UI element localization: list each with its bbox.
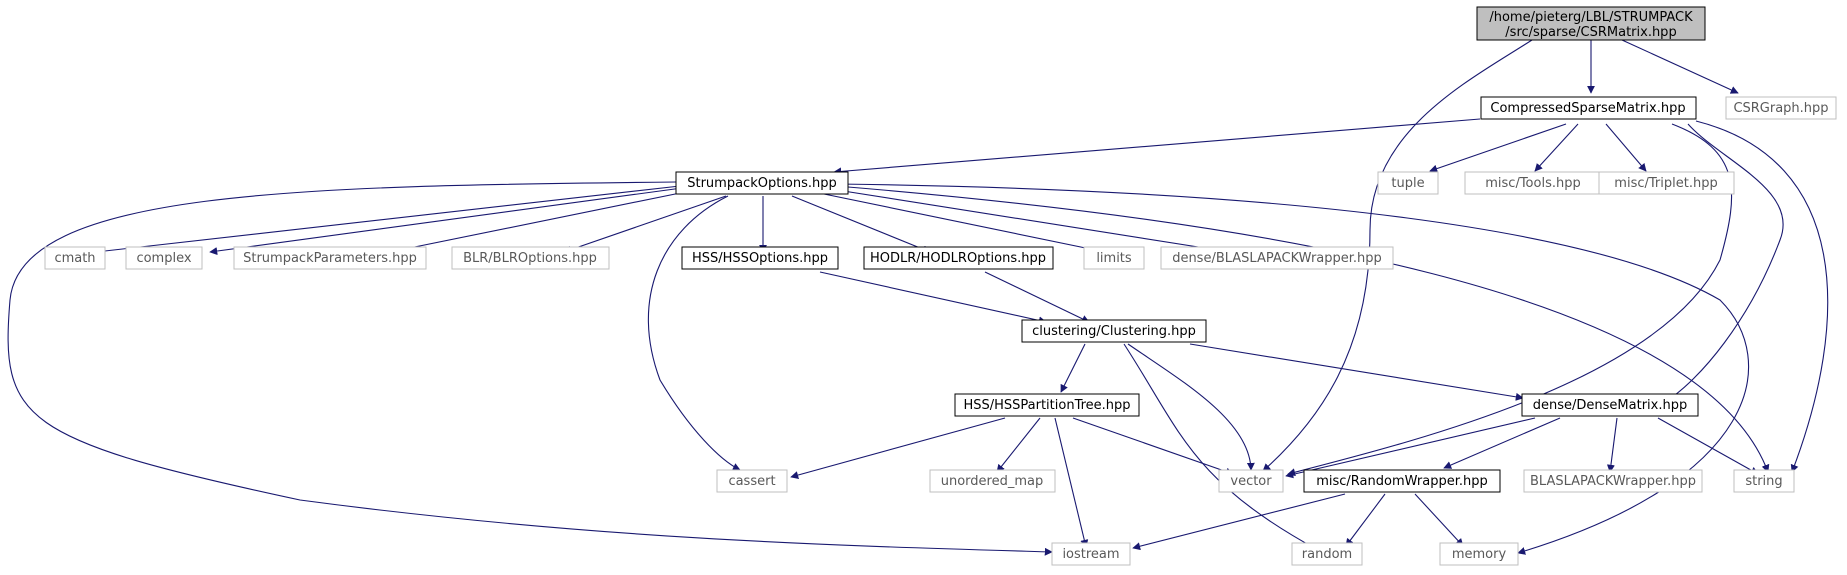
node-label: complex	[136, 251, 191, 266]
edge-partition-vector	[1072, 417, 1234, 476]
node-label: HSS/HSSPartitionTree.hpp	[963, 398, 1130, 413]
node-misc-triplet[interactable]: misc/Triplet.hpp	[1598, 171, 1735, 195]
node-dense-blaslapack-wrapper[interactable]: dense/BLASLAPACKWrapper.hpp	[1160, 246, 1394, 270]
node-csrgraph[interactable]: CSRGraph.hpp	[1725, 96, 1837, 120]
edge-compressed-tuple	[1429, 123, 1567, 173]
edge-compressed-vector	[1287, 123, 1733, 477]
node-clustering[interactable]: clustering/Clustering.hpp	[1021, 319, 1207, 343]
edge-options-cmath	[95, 185, 681, 256]
node-label: misc/RandomWrapper.hpp	[1316, 474, 1488, 489]
edge-compressed-strumpackoptions	[833, 118, 1481, 176]
node-label: dense/BLASLAPACKWrapper.hpp	[1172, 251, 1382, 266]
root-node[interactable]: /home/pieterg/LBL/STRUMPACK /src/sparse/…	[1476, 6, 1706, 41]
node-label: unordered_map	[941, 474, 1044, 489]
node-hodlr-options[interactable]: HODLR/HODLROptions.hpp	[863, 246, 1054, 270]
node-label: dense/DenseMatrix.hpp	[1533, 398, 1687, 413]
node-hss-partition-tree[interactable]: HSS/HSSPartitionTree.hpp	[954, 393, 1140, 417]
node-tuple[interactable]: tuple	[1377, 171, 1439, 195]
edge-options-limits	[823, 193, 1106, 255]
node-label: misc/Tools.hpp	[1485, 176, 1580, 191]
node-label: HODLR/HODLROptions.hpp	[870, 251, 1046, 266]
node-label: StrumpackParameters.hpp	[243, 251, 417, 266]
node-strumpack-options[interactable]: StrumpackOptions.hpp	[675, 171, 849, 195]
node-blr-options[interactable]: BLR/BLROptions.hpp	[451, 246, 610, 270]
edge-randomwrapper-memory	[1414, 493, 1464, 547]
edge-clustering-vector	[1127, 343, 1255, 471]
edge-dense-vector	[1285, 417, 1536, 479]
edge-randomwrapper-random	[1345, 493, 1386, 547]
node-hss-options[interactable]: HSS/HSSOptions.hpp	[681, 246, 839, 270]
node-vector[interactable]: vector	[1218, 469, 1284, 493]
node-limits[interactable]: limits	[1083, 246, 1145, 270]
node-label: CSRGraph.hpp	[1733, 101, 1828, 116]
edge-options-string	[835, 185, 1770, 473]
node-unordered-map[interactable]: unordered_map	[929, 469, 1056, 493]
node-label: HSS/HSSOptions.hpp	[692, 251, 828, 266]
node-label: clustering/Clustering.hpp	[1032, 324, 1196, 339]
root-node-label-line2: /src/sparse/CSRMatrix.hpp	[1505, 25, 1676, 40]
edge-partition-iostream	[1054, 417, 1089, 548]
node-dense-matrix[interactable]: dense/DenseMatrix.hpp	[1521, 393, 1699, 417]
node-label: cmath	[54, 251, 95, 266]
node-string[interactable]: string	[1733, 469, 1795, 493]
edge-options-parameters	[389, 190, 691, 255]
edge-dense-randomwrapper	[1443, 417, 1561, 469]
root-node-label-line1: /home/pieterg/LBL/STRUMPACK	[1489, 10, 1693, 25]
edge-hssoptions-clustering	[819, 271, 1047, 325]
node-compressed-sparse-matrix[interactable]: CompressedSparseMatrix.hpp	[1480, 96, 1697, 120]
node-label: memory	[1452, 547, 1507, 562]
node-label: vector	[1230, 474, 1272, 489]
edges	[7, 39, 1829, 556]
node-complex[interactable]: complex	[125, 246, 203, 270]
edge-dense-blaslapack	[1606, 417, 1618, 473]
edge-partition-cassert	[790, 417, 1006, 479]
edge-options-bloptions	[563, 195, 727, 254]
edge-root-vector	[1262, 39, 1533, 472]
edge-options-iostream	[7, 181, 1053, 556]
node-blaslapack-wrapper[interactable]: BLASLAPACKWrapper.hpp	[1523, 469, 1703, 493]
edge-options-cassert	[647, 195, 741, 471]
edge-compressed-densematrix	[1664, 123, 1784, 403]
node-label: StrumpackOptions.hpp	[687, 176, 837, 191]
edge-clustering-hsspartitiontree	[1060, 343, 1086, 393]
edge-hodlroptions-clustering	[984, 271, 1090, 323]
node-memory[interactable]: memory	[1439, 542, 1519, 566]
edge-options-blaslapackwrapper	[836, 189, 1231, 255]
node-misc-tools[interactable]: misc/Tools.hpp	[1464, 171, 1602, 195]
edge-randomwrapper-iostream	[1132, 493, 1346, 551]
edge-options-hodlroptions	[791, 195, 931, 253]
node-label: BLR/BLROptions.hpp	[463, 251, 597, 266]
node-random-wrapper[interactable]: misc/RandomWrapper.hpp	[1303, 469, 1501, 493]
node-label: CompressedSparseMatrix.hpp	[1490, 101, 1685, 116]
edge-options-memory	[836, 183, 1749, 555]
edge-clustering-random	[1123, 343, 1319, 551]
node-label: random	[1302, 547, 1352, 562]
node-cmath[interactable]: cmath	[44, 246, 106, 270]
edge-compressed-string	[1695, 120, 1829, 473]
node-random[interactable]: random	[1291, 542, 1363, 566]
edge-compressed-misctools	[1534, 123, 1579, 172]
nodes: /home/pieterg/LBL/STRUMPACK /src/sparse/…	[44, 6, 1837, 566]
edge-clustering-densematrix	[1189, 343, 1524, 401]
node-label: iostream	[1062, 547, 1119, 562]
node-label: cassert	[728, 474, 775, 489]
edge-options-complex	[209, 187, 683, 255]
edge-dense-string	[1657, 417, 1759, 475]
node-label: string	[1745, 474, 1782, 489]
node-label: BLASLAPACKWrapper.hpp	[1530, 474, 1696, 489]
node-label: misc/Triplet.hpp	[1614, 176, 1717, 191]
node-iostream[interactable]: iostream	[1051, 542, 1131, 566]
node-label: limits	[1096, 251, 1132, 266]
edge-root-csrgraph	[1621, 39, 1739, 94]
node-label: tuple	[1391, 176, 1424, 191]
node-cassert[interactable]: cassert	[716, 469, 788, 493]
edge-partition-unorderedmap	[996, 417, 1041, 473]
node-strumpack-parameters[interactable]: StrumpackParameters.hpp	[233, 246, 427, 270]
edge-compressed-misctriplet	[1605, 123, 1647, 172]
